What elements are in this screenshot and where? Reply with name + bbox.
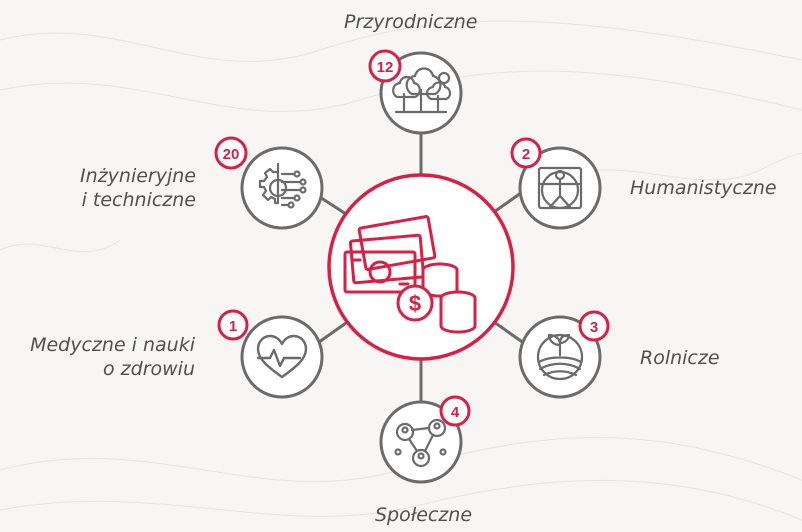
node-spoleczne: 4 [379,395,471,484]
label-line: i techniczne [81,189,196,211]
count-badge-rolnicze: 3 [578,310,610,342]
count-badge-humanistyczne: 2 [510,137,542,169]
node-przyrodniczne: 12 [368,49,463,135]
trees-icon [392,67,452,114]
label-line: Humanistyczne [630,177,777,199]
count-badge-text: 4 [451,404,460,421]
label-line: Medyczne i nauki [30,334,195,356]
label-przyrodniczne: Przyrodniczne [344,10,477,34]
label-humanistyczne: Humanistyczne [630,176,777,200]
count-badge-text: 2 [522,146,530,163]
count-badge-text: 1 [229,318,237,335]
center-hub: $ [327,173,515,361]
money-coins-icon: $ [343,215,477,334]
people-network-icon [394,418,447,468]
label-inzynieryjne: Inżynieryjne i techniczne [80,164,196,212]
label-line: Społeczne [375,504,473,526]
node-rolnicze: 3 [518,310,610,399]
node-inzynieryjne: 20 [214,136,324,230]
count-badge-inzynieryjne: 20 [214,136,248,170]
count-badge-text: 3 [590,319,598,336]
vitruvian-man-icon [537,166,583,210]
label-line: Rolnicze [640,347,720,369]
gear-circuit-icon [258,162,307,209]
node-humanistyczne: 2 [510,137,602,230]
count-badge-text: 12 [377,59,394,76]
count-badge-przyrodniczne: 12 [368,49,402,83]
node-medyczne: 1 [217,309,324,399]
count-badge-spoleczne: 4 [439,395,471,427]
count-badge-medyczne: 1 [217,309,249,341]
label-line: Inżynieryjne [80,165,196,187]
svg-text:$: $ [409,291,421,316]
label-medyczne: Medyczne i nauki o zdrowiu [30,333,195,381]
label-rolnicze: Rolnicze [640,346,720,370]
heart-pulse-icon [256,334,308,379]
label-line: o zdrowiu [103,358,195,380]
label-line: Przyrodniczne [344,11,478,33]
count-badge-text: 20 [223,146,240,163]
sprout-field-icon [536,333,584,381]
label-spoleczne: Społeczne [375,503,472,527]
